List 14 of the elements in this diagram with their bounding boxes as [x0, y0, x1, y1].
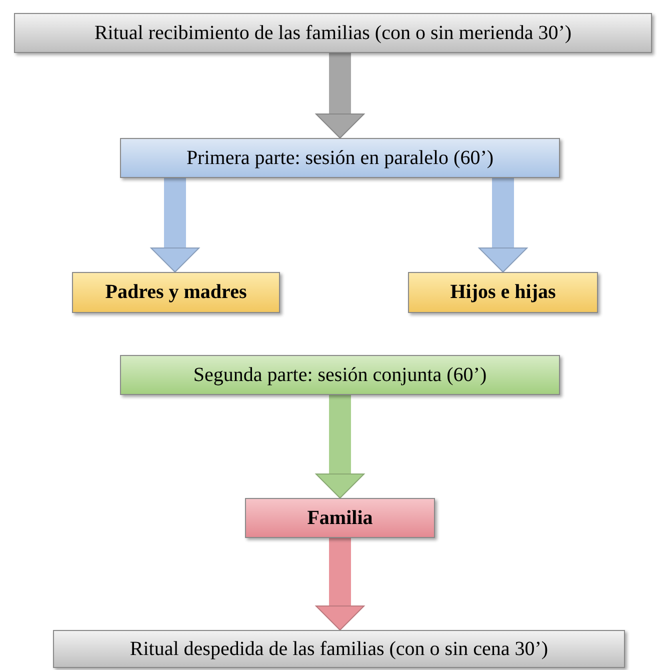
box-label: Familia [307, 506, 373, 530]
process-box [408, 272, 598, 313]
box-label: Ritual recibimiento de las familias (con o sin merienda 30’) [94, 22, 572, 44]
box-label: Ritual despedida de las familias (con o sin cena 30’) [130, 638, 548, 660]
process-box [245, 498, 435, 538]
process-box [53, 630, 625, 668]
box-label: Padres y madres [105, 281, 247, 304]
process-box [14, 13, 652, 53]
process-box [120, 355, 560, 395]
box-label: Primera parte: sesión en paralelo (60’) [186, 146, 494, 170]
box-label: Segunda parte: sesión conjunta (60’) [193, 364, 487, 386]
process-box [72, 272, 280, 313]
box-label: Hijos e hijas [450, 281, 556, 304]
process-box [120, 138, 560, 178]
